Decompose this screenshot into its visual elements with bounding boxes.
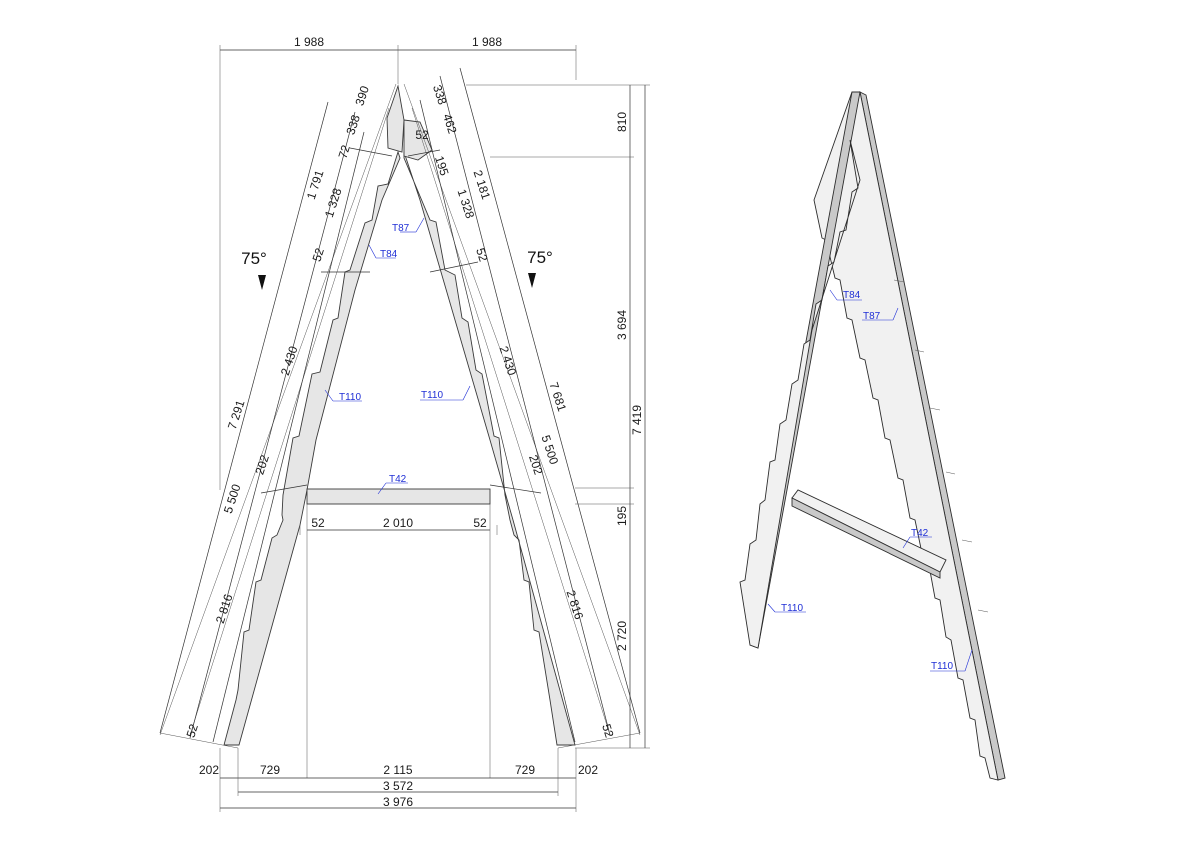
dim-right-52-top: 52 xyxy=(473,246,491,263)
dim-left-202: 202 xyxy=(252,453,272,477)
dim-right-7681: 7 681 xyxy=(547,380,570,413)
dim-crossbar-52-left: 52 xyxy=(311,516,325,530)
dim-left-2816: 2 816 xyxy=(213,592,236,625)
dim-right-1328: 1 328 xyxy=(455,187,478,220)
dim-right-3694: 3 694 xyxy=(615,310,629,340)
dim-right-202: 202 xyxy=(526,453,546,477)
dim-top-left: 1 988 xyxy=(294,35,324,49)
tag-t42-iso: T42 xyxy=(911,528,929,539)
angle-left: 75° xyxy=(241,249,267,268)
dim-bottom-3976: 3 976 xyxy=(383,795,413,809)
dim-left-52-bottom: 52 xyxy=(183,722,201,739)
dim-bottom-729-left: 729 xyxy=(260,763,280,777)
dim-bottom-729-right: 729 xyxy=(515,763,535,777)
angle-arrow-right xyxy=(528,273,536,288)
dim-left-390: 390 xyxy=(352,84,372,108)
apex-block-left xyxy=(386,84,405,153)
dim-right-462: 462 xyxy=(440,112,460,136)
dim-bottom-202-left: 202 xyxy=(199,763,219,777)
dim-crossbar-52-right: 52 xyxy=(473,516,487,530)
dim-top-right: 1 988 xyxy=(472,35,502,49)
dim-right-52-apex: 52 xyxy=(415,128,429,142)
dim-left-1328: 1 328 xyxy=(322,186,345,219)
dim-left-1791: 1 791 xyxy=(304,168,327,201)
dim-bottom-202-right: 202 xyxy=(578,763,598,777)
dim-right-338: 338 xyxy=(430,83,450,107)
crossbar xyxy=(306,488,491,505)
dim-bottom-3572: 3 572 xyxy=(383,779,413,793)
tag-t42-front: T42 xyxy=(389,474,407,485)
tag-t110-iso-right: T110 xyxy=(931,661,953,672)
apex-block-right xyxy=(403,119,433,161)
tag-t87-front: T87 xyxy=(392,223,410,234)
dim-right-52-bottom: 52 xyxy=(599,722,617,739)
iso-left-leg xyxy=(739,139,861,649)
dim-crossbar-2010: 2 010 xyxy=(383,516,413,530)
dim-left-72: 72 xyxy=(335,143,353,160)
dim-left-52-top: 52 xyxy=(309,246,327,263)
iso-view: T84 T87 T42 T110 T110 xyxy=(739,91,1006,781)
right-leg xyxy=(403,151,576,746)
dim-right-2720: 2 720 xyxy=(615,621,629,651)
tag-t110-iso-left: T110 xyxy=(781,603,803,614)
tag-t110-front-left: T110 xyxy=(339,392,361,403)
angle-arrow-left xyxy=(258,275,266,290)
iso-right-leg xyxy=(813,91,999,781)
dim-right-2430: 2 430 xyxy=(497,344,520,377)
front-view xyxy=(159,45,650,812)
dim-right-2181: 2 181 xyxy=(471,168,494,201)
dim-left-7291: 7 291 xyxy=(225,398,248,431)
dim-right-810: 810 xyxy=(615,112,629,132)
dim-right-2816: 2 816 xyxy=(564,588,587,621)
left-leg xyxy=(223,150,401,746)
dim-right-7419: 7 419 xyxy=(630,405,644,435)
tag-t110-front-right: T110 xyxy=(421,390,443,401)
tag-t84-iso: T84 xyxy=(843,290,861,301)
dim-left-5500: 5 500 xyxy=(221,482,244,515)
dim-left-338: 338 xyxy=(343,113,363,137)
dim-right-195: 195 xyxy=(615,506,629,526)
tag-t84-front: T84 xyxy=(380,249,398,260)
dim-bottom-2115: 2 115 xyxy=(383,763,412,777)
tag-t87-iso: T87 xyxy=(863,311,881,322)
dim-left-2430: 2 430 xyxy=(278,344,301,377)
dim-right-195-apex: 195 xyxy=(432,154,452,178)
angle-right: 75° xyxy=(527,248,553,267)
